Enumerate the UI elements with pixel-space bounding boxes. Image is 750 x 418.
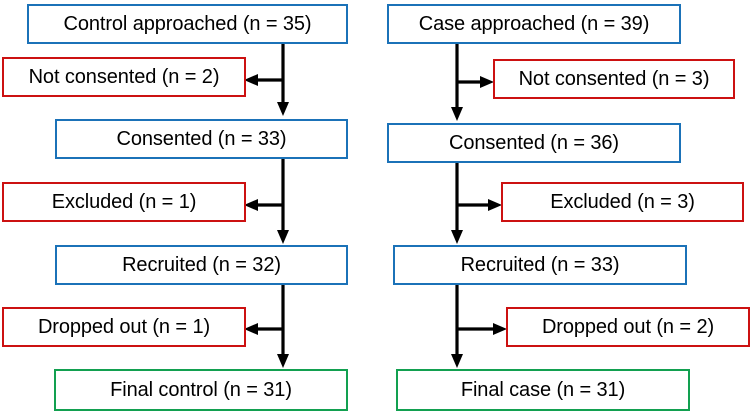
node-label: Consented (n = 33) <box>116 128 287 150</box>
control-arrowhead-dropped-out <box>244 323 258 335</box>
node-case-recruited[interactable]: Recruited (n = 33) <box>393 245 687 285</box>
node-label: Final case (n = 31) <box>460 379 626 401</box>
case-arrowhead-not-consented <box>480 76 494 88</box>
control-arrowhead-not-consented <box>244 74 258 86</box>
node-label: Final control (n = 31) <box>110 379 292 401</box>
node-case-dropped-out[interactable]: Dropped out (n = 2) <box>506 307 750 347</box>
node-label: Not consented (n = 3) <box>518 68 710 90</box>
case-arrowhead-to-recruited <box>451 230 463 244</box>
control-arrowhead-to-recruited <box>277 230 289 244</box>
node-case-approached[interactable]: Case approached (n = 39) <box>387 4 681 44</box>
case-arrowhead-to-consented <box>451 107 463 121</box>
node-control-final[interactable]: Final control (n = 31) <box>54 369 348 411</box>
case-arrowhead-excluded <box>488 199 502 211</box>
node-control-dropped-out[interactable]: Dropped out (n = 1) <box>2 307 246 347</box>
node-control-not-consented[interactable]: Not consented (n = 2) <box>2 57 246 97</box>
node-case-final[interactable]: Final case (n = 31) <box>396 369 690 411</box>
node-label: Consented (n = 36) <box>449 132 619 154</box>
node-case-excluded[interactable]: Excluded (n = 3) <box>501 182 744 222</box>
node-label: Not consented (n = 2) <box>28 66 220 88</box>
node-label: Excluded (n = 1) <box>51 191 197 213</box>
node-control-recruited[interactable]: Recruited (n = 32) <box>55 245 348 285</box>
control-arrowhead-to-final <box>277 354 289 368</box>
node-label: Dropped out (n = 1) <box>37 316 211 338</box>
node-label: Dropped out (n = 2) <box>541 316 715 338</box>
node-label: Excluded (n = 3) <box>550 191 695 213</box>
node-label: Recruited (n = 33) <box>460 254 620 276</box>
case-arrowhead-to-final <box>451 354 463 368</box>
node-control-approached[interactable]: Control approached (n = 35) <box>27 4 348 44</box>
node-control-excluded[interactable]: Excluded (n = 1) <box>2 182 246 222</box>
control-arrowhead-to-consented <box>277 102 289 116</box>
node-case-not-consented[interactable]: Not consented (n = 3) <box>493 59 735 99</box>
control-connectors <box>244 44 289 368</box>
node-label: Recruited (n = 32) <box>122 254 281 276</box>
control-arrowhead-excluded <box>244 199 258 211</box>
node-case-consented[interactable]: Consented (n = 36) <box>387 123 681 163</box>
node-label: Case approached (n = 39) <box>418 13 650 35</box>
node-control-consented[interactable]: Consented (n = 33) <box>55 119 348 159</box>
case-arrowhead-dropped-out <box>493 323 507 335</box>
node-label: Control approached (n = 35) <box>63 13 312 35</box>
